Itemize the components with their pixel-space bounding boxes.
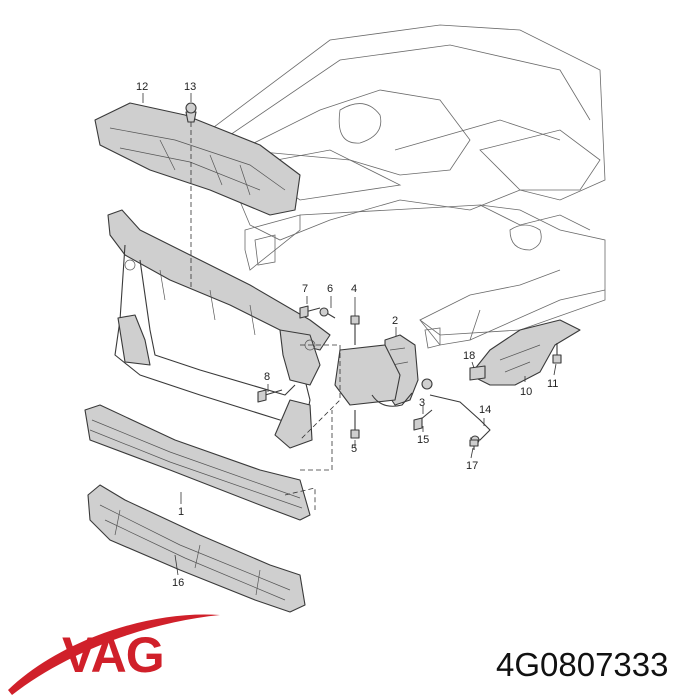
callout-4: 4 xyxy=(351,283,357,295)
fasteners xyxy=(257,305,562,450)
callout-6: 6 xyxy=(327,283,333,295)
callout-14: 14 xyxy=(479,404,491,416)
callout-17: 17 xyxy=(466,460,478,472)
part-18-nut xyxy=(469,365,486,381)
callout-12: 12 xyxy=(136,81,148,93)
part-number: 4G0807333 xyxy=(496,646,669,683)
part-14-cable xyxy=(429,394,491,445)
vag-logo: VAG xyxy=(8,614,220,695)
logo-swoosh xyxy=(8,614,220,695)
callout-18: 18 xyxy=(463,350,475,362)
callout-5: 5 xyxy=(351,443,357,455)
callout-7: 7 xyxy=(302,283,308,295)
callout-2: 2 xyxy=(392,315,398,327)
callout-labels: 12 13 7 6 4 2 8 18 10 11 3 14 15 5 17 1 … xyxy=(136,81,558,589)
part-13-clip xyxy=(185,102,197,123)
part-10-side-guide xyxy=(469,319,581,386)
callout-15: 15 xyxy=(417,434,429,446)
lock-carrier-frame xyxy=(107,209,331,449)
vehicle-body-structure xyxy=(209,24,606,349)
brand-name: VAG xyxy=(62,627,164,683)
callout-11: 11 xyxy=(547,378,558,390)
part-16-energy-absorber xyxy=(87,484,306,613)
leader-lines xyxy=(142,93,557,576)
part-12-upper-cover xyxy=(94,102,301,216)
callout-10: 10 xyxy=(520,386,532,398)
callout-16: 16 xyxy=(172,577,184,589)
callout-13: 13 xyxy=(184,81,196,93)
callout-1: 1 xyxy=(178,506,184,518)
mounting-plate xyxy=(334,344,413,407)
callout-3: 3 xyxy=(419,397,425,409)
callout-8: 8 xyxy=(264,371,270,383)
part-1-bumper-beam xyxy=(84,404,316,521)
